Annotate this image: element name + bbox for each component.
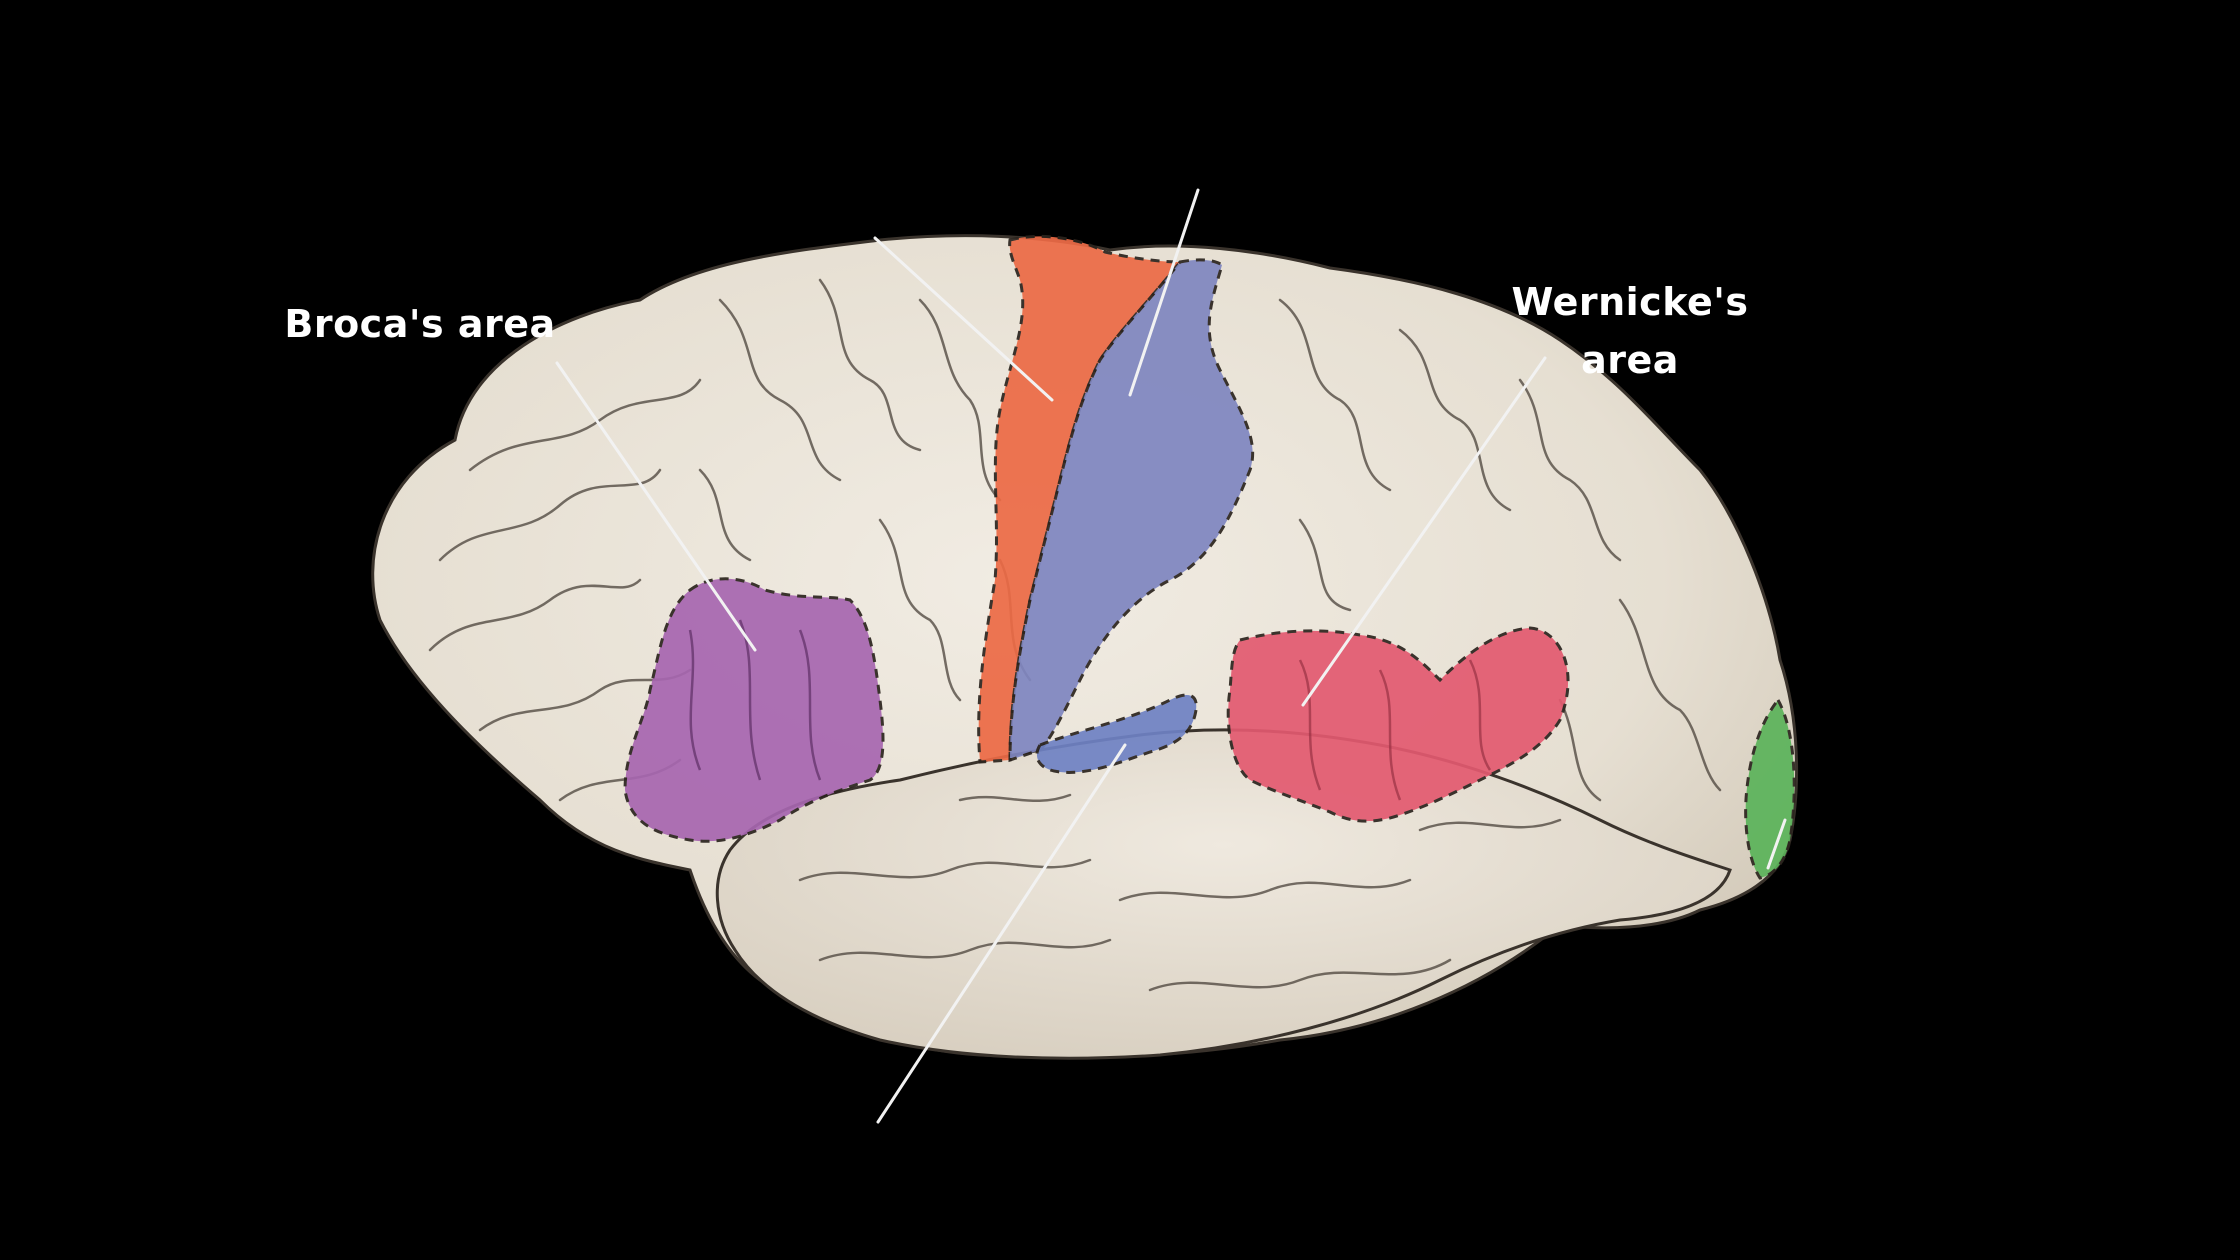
label-wernicke-line-1: Wernicke's (1490, 273, 1770, 331)
label-wernicke-area: Wernicke's area (1490, 273, 1770, 389)
label-wernicke-line-2: area (1490, 331, 1770, 389)
label-broca-area: Broca's area (280, 295, 560, 353)
label-broca-text: Broca's area (280, 295, 560, 353)
